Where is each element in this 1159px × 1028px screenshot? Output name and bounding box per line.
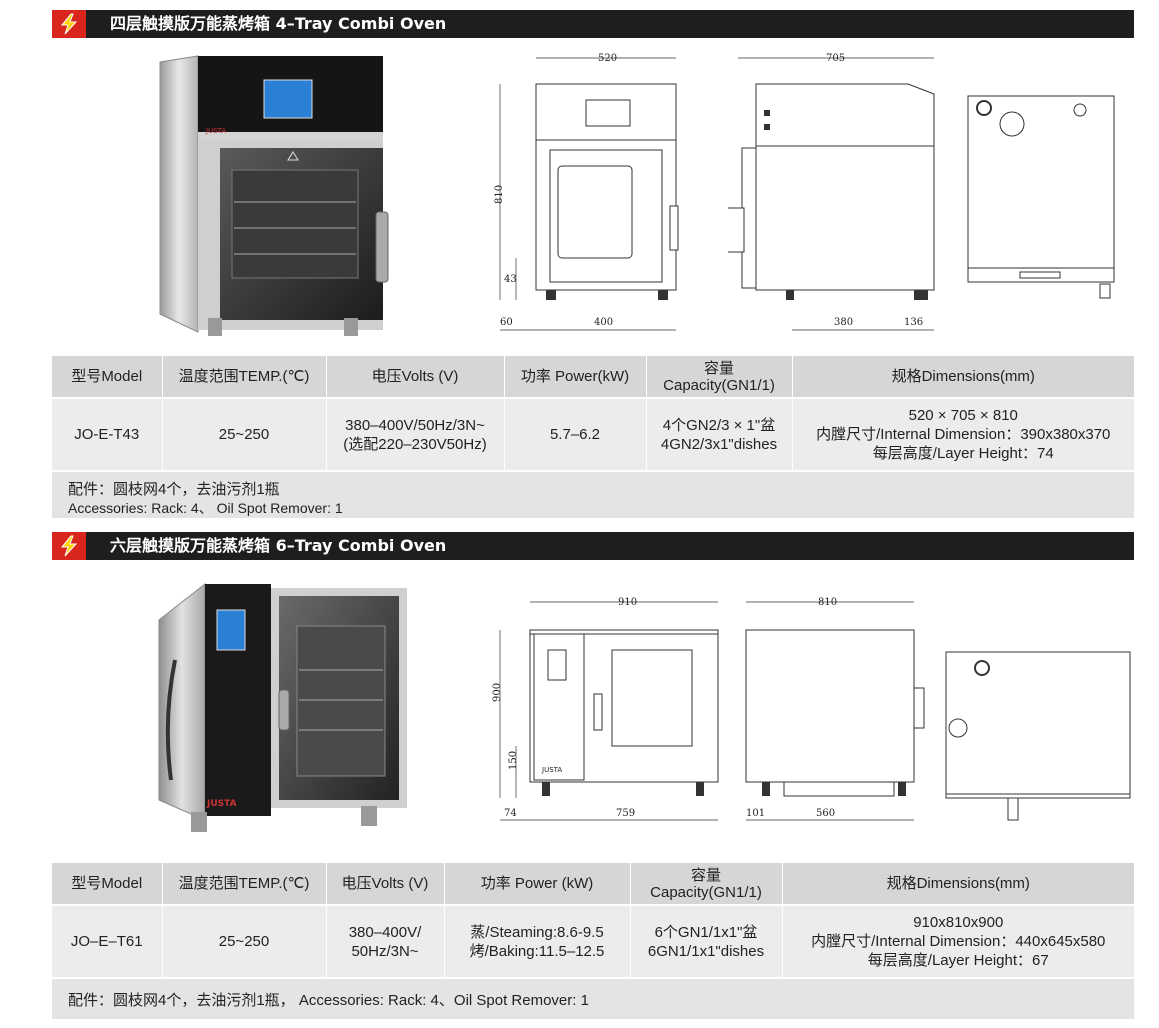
- oven-brand-label: JUSTA: [205, 127, 226, 135]
- dim-base-front: 759: [616, 808, 635, 819]
- section1-accessories: 配件：圆枝网4个，去油污剂1瓶 Accessories: Rack: 4、 Oi…: [52, 472, 1134, 518]
- section2-spec-table: 型号Model 温度范围TEMP.(℃) 电压Volts (V) 功率 Powe…: [52, 863, 1134, 977]
- dim-depth: 810: [818, 597, 837, 608]
- cell-dimensions: 910x810x900 内膛尺寸/Internal Dimension：440x…: [782, 905, 1134, 977]
- dim-base-side: 560: [816, 808, 835, 819]
- cell-power-line1: 蒸/Steaming:8.6-9.5: [470, 923, 604, 941]
- header-capacity-cn: 容量: [690, 866, 721, 884]
- cell-dim-line2: 内膛尺寸/Internal Dimension：440x645x580: [811, 933, 1106, 950]
- cell-volts-line1: 380–400V/: [348, 923, 422, 941]
- cell-dim-line2: 内膛尺寸/Internal Dimension：390x380x370: [816, 426, 1111, 443]
- cell-capacity-line1: 4个GN2/3 × 1"盆: [662, 416, 776, 434]
- accessories-en: Accessories: Rack: 4、 Oil Spot Remover: …: [68, 500, 343, 516]
- cell-volts-line1: 380–400V/50Hz/3N~: [345, 416, 485, 434]
- drawing-6tray-top: [945, 651, 1131, 821]
- cell-capacity-line1: 6个GN1/1x1"盆: [654, 923, 758, 941]
- header-capacity-en: Capacity(GN1/1): [650, 883, 762, 901]
- section2-accessories: 配件：圆枝网4个，去油污剂1瓶， Accessories: Rack: 4、Oi…: [52, 979, 1134, 1019]
- cell-volts: 380–400V/ 50Hz/3N~: [326, 905, 445, 977]
- oven-4tray-photo: JUSTA: [159, 55, 389, 336]
- cell-dim-line3: 每层高度/Layer Height：67: [867, 952, 1049, 969]
- oven-brand-label: JUSTA: [206, 799, 237, 809]
- header-power: 功率 Power (kW): [444, 863, 631, 906]
- oven-6tray-photo: JUSTA: [158, 582, 407, 832]
- section1-header: 四层触摸版万能蒸烤箱 4–Tray Combi Oven: [52, 10, 1134, 38]
- cell-temp: 25~250: [162, 905, 327, 977]
- dim-side-offset: 101: [746, 808, 765, 819]
- drawing-6tray-side: 810 101 560: [745, 597, 925, 821]
- header-power: 功率 Power(kW): [504, 356, 647, 399]
- drawing-4tray-front: 520 810 43 60 400: [494, 53, 679, 331]
- header-temp: 温度范围TEMP.(℃): [162, 863, 327, 906]
- cell-capacity: 4个GN2/3 × 1"盆 4GN2/3x1"dishes: [646, 398, 793, 470]
- cell-dimensions: 520 × 705 × 810 内膛尺寸/Internal Dimension：…: [792, 398, 1134, 470]
- cell-capacity-line2: 6GN1/1x1"dishes: [647, 942, 765, 960]
- section2-title: 六层触摸版万能蒸烤箱 6–Tray Combi Oven: [110, 536, 447, 555]
- header-volts: 电压Volts (V): [326, 356, 505, 399]
- cell-volts-line2: 50Hz/3N~: [351, 942, 419, 960]
- drawing-brand-label: JUSTA: [541, 766, 562, 774]
- dim-leg: 43: [504, 274, 517, 285]
- header-volts: 电压Volts (V): [326, 863, 445, 906]
- cell-capacity-line2: 4GN2/3x1"dishes: [660, 435, 778, 453]
- cell-power: 5.7–6.2: [504, 398, 647, 470]
- dim-depth: 705: [826, 53, 845, 64]
- header-dimensions: 规格Dimensions(mm): [792, 356, 1134, 399]
- dim-left-offset: 60: [500, 317, 513, 328]
- dim-base-front: 400: [594, 317, 613, 328]
- dim-height: 810: [494, 185, 505, 204]
- header-dimensions: 规格Dimensions(mm): [782, 863, 1134, 906]
- dim-base-side: 380: [834, 317, 853, 328]
- dim-height: 900: [492, 683, 503, 702]
- cell-power-line2: 烤/Baking:11.5–12.5: [469, 942, 605, 960]
- cell-model: JO–E–T61: [52, 905, 163, 977]
- cell-power: 蒸/Steaming:8.6-9.5 烤/Baking:11.5–12.5: [444, 905, 631, 977]
- dim-left-offset: 74: [504, 808, 517, 819]
- header-capacity-en: Capacity(GN1/1): [663, 376, 775, 394]
- lightning-icon: [52, 10, 86, 38]
- cell-volts: 380–400V/50Hz/3N~ (选配220–230V50Hz): [326, 398, 505, 470]
- accessories-text: 配件：圆枝网4个，去油污剂1瓶， Accessories: Rack: 4、Oi…: [68, 992, 589, 1009]
- header-capacity: 容量 Capacity(GN1/1): [630, 863, 783, 906]
- accessories-cn: 配件：圆枝网4个，去油污剂1瓶: [68, 481, 280, 498]
- dim-width: 520: [598, 53, 617, 64]
- section1-title: 四层触摸版万能蒸烤箱 4–Tray Combi Oven: [110, 14, 447, 33]
- cell-volts-line2: (选配220–230V50Hz): [343, 435, 487, 453]
- drawing-6tray-front: 910 900 150 JUSTA 74 759: [492, 597, 719, 821]
- cell-dim-line1: 910x810x900: [913, 914, 1004, 931]
- header-temp: 温度范围TEMP.(℃): [162, 356, 327, 399]
- dim-leg: 150: [508, 751, 519, 770]
- header-capacity: 容量 Capacity(GN1/1): [646, 356, 793, 399]
- cell-capacity: 6个GN1/1x1"盆 6GN1/1x1"dishes: [630, 905, 783, 977]
- cell-model: JO-E-T43: [52, 398, 163, 470]
- lightning-icon: [52, 532, 86, 560]
- dim-width: 910: [618, 597, 637, 608]
- section2-header: 六层触摸版万能蒸烤箱 6–Tray Combi Oven: [52, 532, 1134, 560]
- cell-dim-line1: 520 × 705 × 810: [908, 407, 1018, 424]
- cell-dim-line3: 每层高度/Layer Height：74: [872, 445, 1054, 462]
- drawing-4tray-top: [967, 95, 1115, 299]
- drawing-4tray-side: 705 380 136: [728, 53, 935, 331]
- header-capacity-cn: 容量: [703, 359, 734, 377]
- dim-side-offset: 136: [904, 317, 923, 328]
- header-model: 型号Model: [52, 356, 163, 399]
- cell-temp: 25~250: [162, 398, 327, 470]
- header-model: 型号Model: [52, 863, 163, 906]
- section1-spec-table: 型号Model 温度范围TEMP.(℃) 电压Volts (V) 功率 Powe…: [52, 356, 1134, 470]
